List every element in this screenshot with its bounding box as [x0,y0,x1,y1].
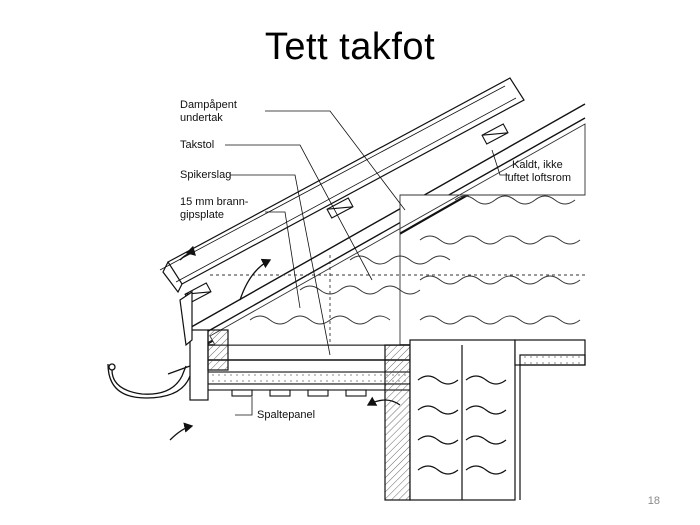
label-dampapent-1: Dampåpent [180,99,237,111]
label-dampapent-2: undertak [180,112,223,124]
slide-title: Tett takfot [264,26,436,68]
label-takstol: Takstol [180,139,214,151]
label-gips-1: 15 mm brann- [180,196,249,208]
label-kaldt-1: Kaldt, ikke [512,159,563,171]
label-gips-2: gipsplate [180,209,224,221]
page-number: 18 [647,495,660,507]
label-spaltepanel: Spaltepanel [257,409,315,421]
airflow-arrows [169,245,401,441]
leader-lines [225,110,510,416]
gutter [107,363,191,399]
soffit-board [206,371,413,397]
label-kaldt-2: luftet loftsrom [505,172,571,184]
labels: Dampåpent undertak Takstol Spikerslag 15… [180,99,571,421]
roof-tile-layer [159,77,525,294]
label-spikerslag: Spikerslag [180,169,231,181]
wall-framing [384,339,586,501]
fascia [179,290,229,401]
